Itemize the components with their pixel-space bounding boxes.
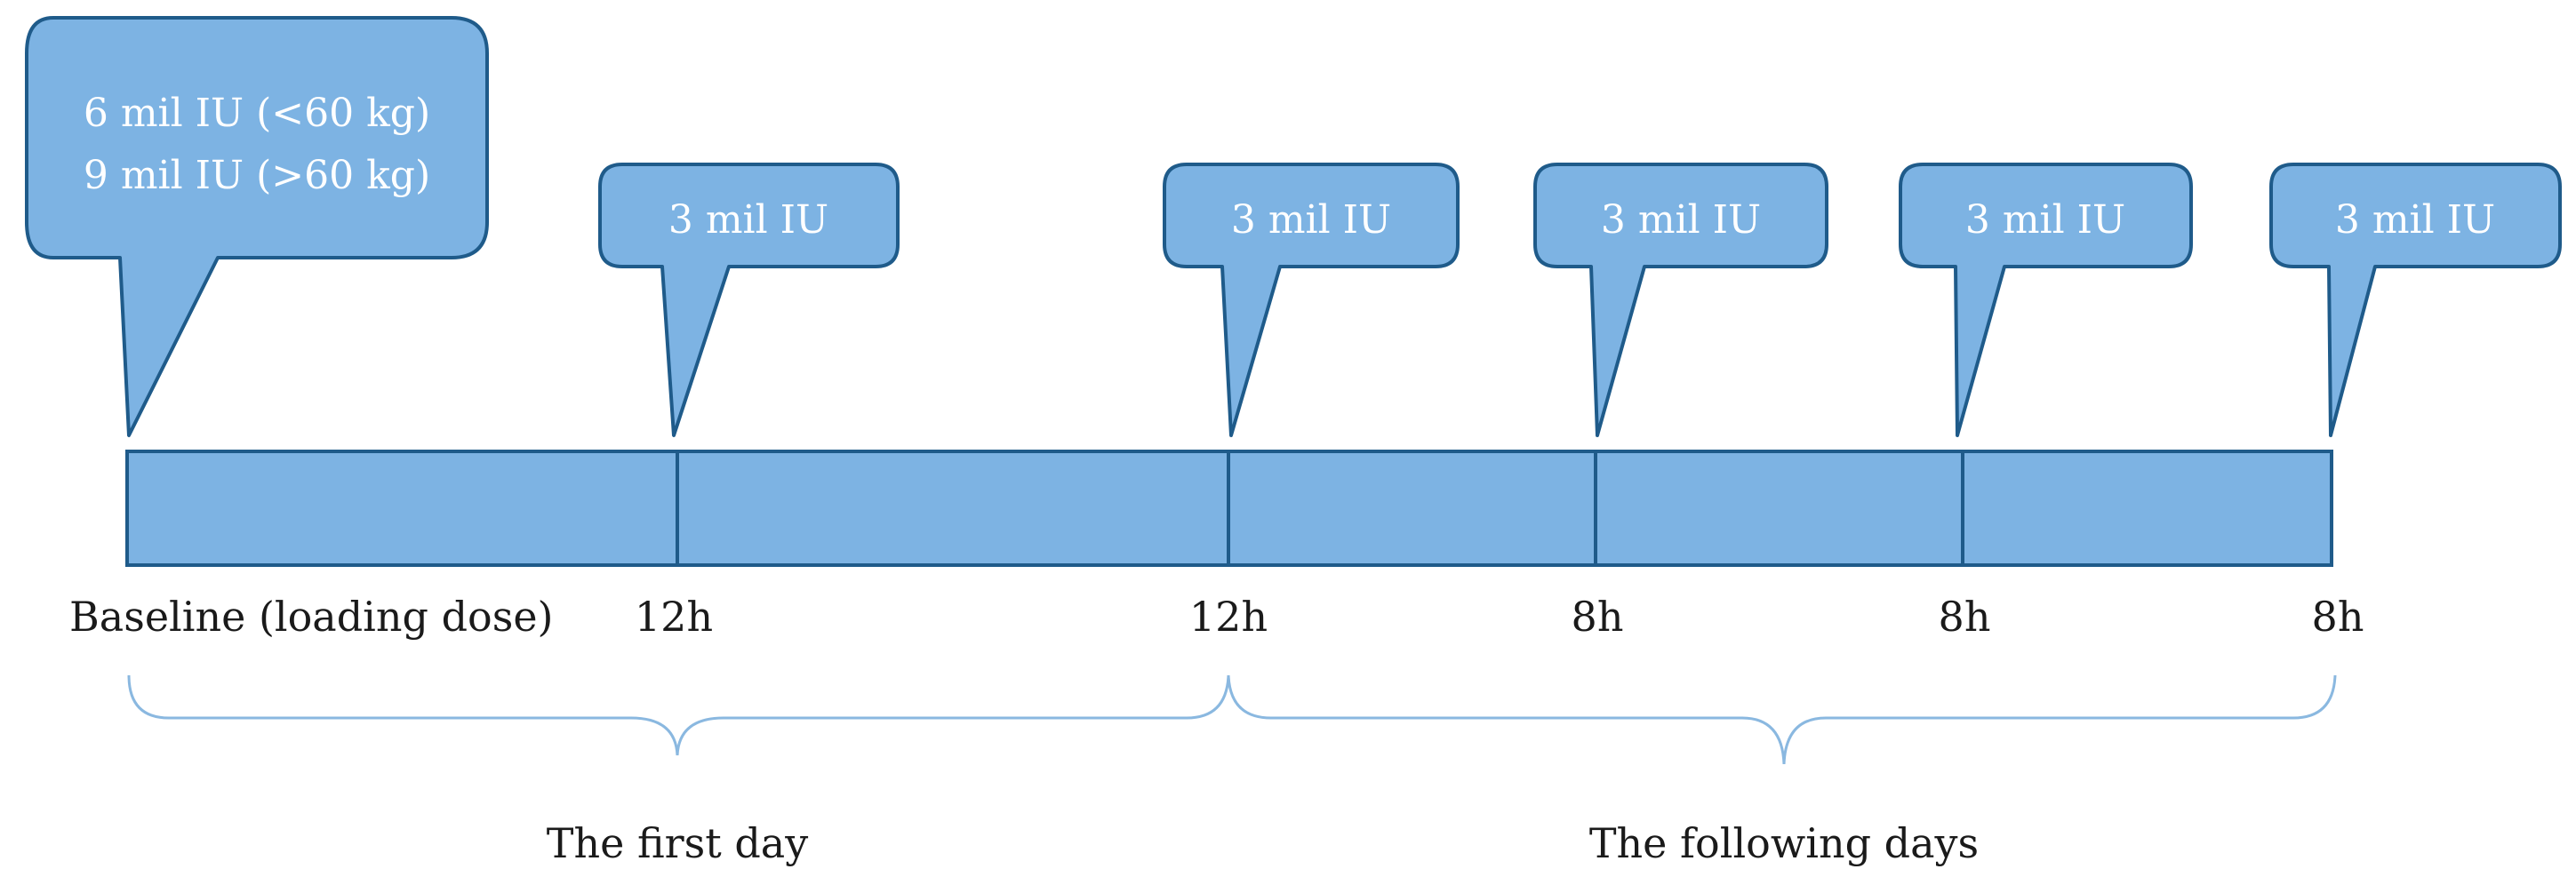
dose-callout-12h-second-shape xyxy=(1163,163,1460,437)
dose-label-4: 3 mil IU xyxy=(1965,197,2125,243)
time-label-8h-second: 8h xyxy=(1939,593,1991,641)
time-label-12h-first: 12h xyxy=(635,593,713,641)
loading-dose-line-1: 6 mil IU (<60 kg) xyxy=(84,91,430,136)
phase-label-following-days: The following days xyxy=(1589,819,1979,867)
dose-callout-12h-second: 3 mil IU xyxy=(1163,163,1460,437)
dose-callout-12h-first-shape xyxy=(598,163,900,437)
dose-label-1: 3 mil IU xyxy=(668,197,828,243)
dose-callout-8h-second-shape xyxy=(1899,163,2193,437)
timeline-bar xyxy=(125,450,2333,567)
phase-label-first-day: The first day xyxy=(547,819,808,867)
dose-callout-8h-first: 3 mil IU xyxy=(1533,163,1828,437)
dose-label-2: 3 mil IU xyxy=(1231,197,1391,243)
dose-label-3: 3 mil IU xyxy=(1601,197,1761,243)
loading-dose-line-2: 9 mil IU (>60 kg) xyxy=(84,153,430,198)
loading-dose-callout: 6 mil IU (<60 kg) 9 mil IU (>60 kg) xyxy=(25,16,489,437)
dose-callout-8h-third-shape xyxy=(2269,163,2562,437)
brace-following-days xyxy=(1227,674,2337,765)
time-label-12h-second: 12h xyxy=(1189,593,1268,641)
time-label-8h-third: 8h xyxy=(2312,593,2364,641)
time-label-baseline: Baseline (loading dose) xyxy=(69,593,554,641)
dose-callout-8h-second: 3 mil IU xyxy=(1899,163,2193,437)
dose-callout-8h-first-shape xyxy=(1533,163,1828,437)
loading-dose-callout-shape xyxy=(25,16,489,437)
time-label-8h-first: 8h xyxy=(1572,593,1624,641)
brace-first-day xyxy=(127,674,1230,756)
dose-callout-8h-third: 3 mil IU xyxy=(2269,163,2562,437)
dose-callout-12h-first: 3 mil IU xyxy=(598,163,900,437)
dose-label-5: 3 mil IU xyxy=(2335,197,2495,243)
